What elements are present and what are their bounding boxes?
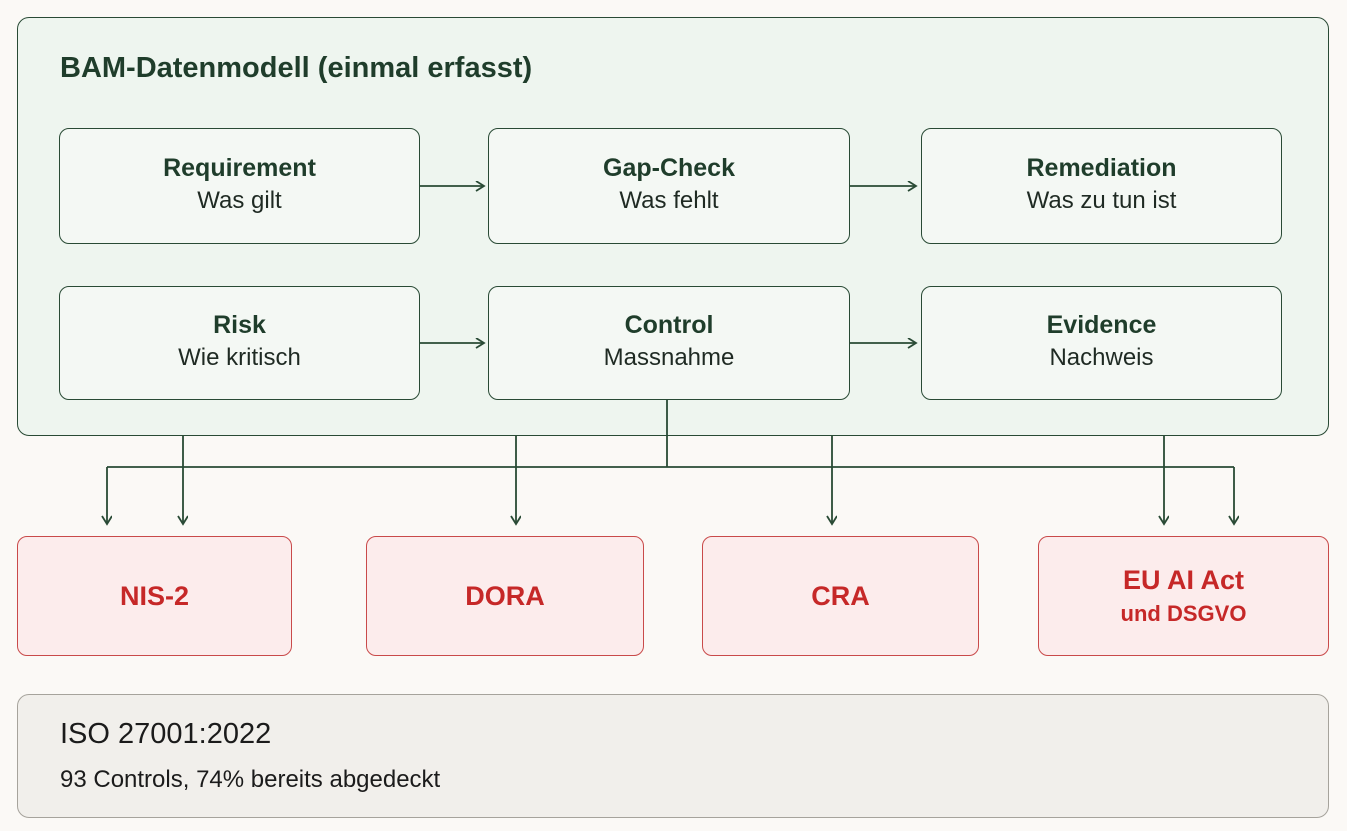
node-subtitle: Massnahme bbox=[603, 344, 735, 372]
regulation-label: DORA bbox=[465, 580, 545, 611]
node-subtitle: Wie kritisch bbox=[178, 344, 301, 372]
node-title: Risk bbox=[213, 310, 266, 339]
node-subtitle: Was gilt bbox=[197, 187, 282, 215]
regulation-dora: DORA bbox=[366, 536, 644, 656]
node-risk: Risk Wie kritisch bbox=[59, 286, 420, 400]
node-subtitle: Nachweis bbox=[1049, 344, 1154, 372]
node-title: Requirement bbox=[163, 153, 316, 182]
node-title: Gap-Check bbox=[603, 153, 735, 182]
node-control: Control Massnahme bbox=[488, 286, 850, 400]
node-requirement: Requirement Was gilt bbox=[59, 128, 420, 244]
iso-panel bbox=[17, 694, 1329, 818]
node-subtitle: Was fehlt bbox=[619, 187, 719, 215]
regulation-cra: CRA bbox=[702, 536, 979, 656]
node-title: Control bbox=[624, 310, 714, 339]
regulation-nis2: NIS-2 bbox=[17, 536, 292, 656]
node-gap-check: Gap-Check Was fehlt bbox=[488, 128, 850, 244]
iso-subtitle: 93 Controls, 74% bereits abgedeckt bbox=[60, 766, 441, 793]
node-title: Remediation bbox=[1026, 153, 1177, 182]
iso-title: ISO 27001:2022 bbox=[60, 718, 272, 750]
node-subtitle: Was zu tun ist bbox=[1026, 187, 1177, 215]
node-evidence: Evidence Nachweis bbox=[921, 286, 1282, 400]
node-remediation: Remediation Was zu tun ist bbox=[921, 128, 1282, 244]
regulation-label: CRA bbox=[811, 580, 870, 611]
regulation-eu-ai-act: EU AI Act und DSGVO bbox=[1038, 536, 1329, 656]
regulation-label: NIS-2 bbox=[119, 580, 190, 611]
node-title: Evidence bbox=[1046, 310, 1157, 339]
data-model-title: BAM-Datenmodell (einmal erfasst) bbox=[60, 52, 533, 84]
regulation-sublabel: und DSGVO bbox=[1120, 600, 1247, 626]
regulation-label: EU AI Act bbox=[1122, 564, 1244, 595]
